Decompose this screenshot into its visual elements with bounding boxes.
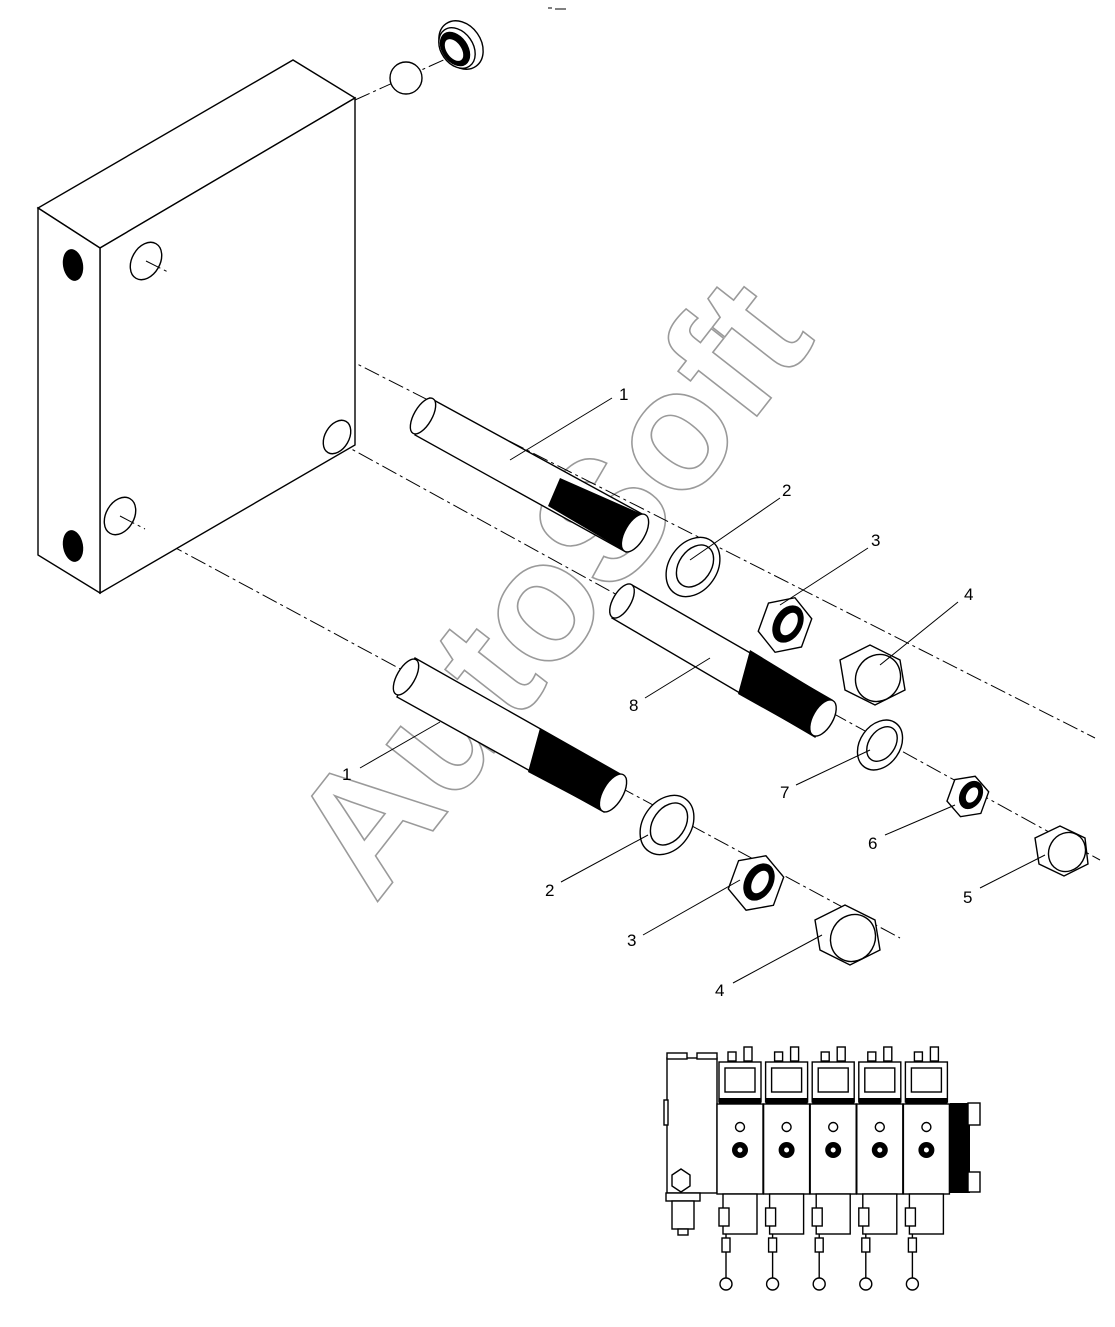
valve-spool-clip [718,1207,730,1227]
valve-spool-housing [815,1193,851,1235]
valve-top-screw [883,1046,893,1062]
callout-3-lower: 3 [627,931,636,950]
valve-band [765,1098,808,1105]
valve-top-screw [913,1051,924,1062]
valve-port-center [784,1147,790,1153]
washer-lower [639,794,695,856]
callout-2-lower: 2 [545,881,554,900]
valve-bank-thumbnail [663,1046,981,1291]
stud-upper [409,397,650,553]
valve-port-center [923,1147,929,1153]
valve-top-screw [836,1046,846,1062]
valve-port-small [828,1121,839,1133]
valve-top-screw [820,1051,830,1062]
washer-upper [665,536,721,598]
valve-spool-clip [858,1207,870,1227]
callout-1-lower: 1 [342,765,351,784]
callout-6: 6 [868,834,877,853]
valve-top-screw [773,1051,784,1062]
valve-lever-knob [905,1277,920,1291]
washer-small [856,719,904,771]
valve-spool-clip [904,1207,917,1227]
valve-top-screw [929,1046,940,1062]
valve-port-center [737,1147,743,1153]
cap-nut-lower [814,904,881,966]
callout-8: 8 [629,696,638,715]
valve-lever-collar [721,1237,731,1253]
nut-lower [727,854,785,912]
valve-solenoid-coil [864,1067,896,1093]
stud-middle [609,583,837,738]
valve-solenoid-coil [910,1067,943,1093]
valve-top-screw [867,1051,877,1062]
nut-small [946,775,990,818]
valve-lever-collar [907,1237,918,1253]
valve-port-small [921,1121,932,1133]
valve-port-small [781,1121,792,1133]
valve-lever-collar [861,1237,871,1253]
callout-2-upper: 2 [782,481,791,500]
callout-labels: 1 2 3 4 8 1 7 6 5 2 3 4 [342,385,973,1000]
valve-spool-housing [862,1193,898,1235]
valve-spool-clip [764,1207,777,1227]
valve-port-small [734,1121,746,1133]
callout-7: 7 [780,783,789,802]
valve-lever-knob [765,1277,780,1291]
cap-nut-upper [839,644,906,706]
valve-lever-knob [859,1277,873,1291]
leader-lines [359,397,1046,984]
valve-band [905,1098,948,1105]
valve-top-screw [743,1046,753,1062]
ball [389,61,423,95]
callout-4-lower: 4 [715,981,724,1000]
valve-solenoid-coil [770,1067,803,1093]
valve-top-screw [789,1046,800,1062]
valve-lever-knob [719,1277,733,1291]
valve-lever-collar [814,1237,824,1253]
valve-solenoid-coil [724,1067,756,1093]
seat-ring [438,20,484,70]
cap-nut-small [1034,825,1089,877]
valve-band [812,1098,855,1105]
callout-4-upper: 4 [964,585,973,604]
valve-port-small [874,1121,885,1133]
callout-5: 5 [963,888,972,907]
manifold-block [36,59,357,595]
valve-top-screw [727,1051,737,1062]
valve-port-center [830,1147,836,1153]
valve-spool-clip [811,1207,823,1227]
nut-upper [757,596,813,654]
valve-band [719,1098,761,1105]
stud-lower [392,657,628,813]
callout-3-upper: 3 [871,531,880,550]
valve-lever-knob [812,1277,826,1291]
valve-solenoid-coil [817,1067,849,1093]
callout-1-upper: 1 [619,385,628,404]
valve-band [858,1098,901,1105]
top-mark [548,7,566,10]
valve-lever-collar [767,1237,778,1253]
valve-port-center [877,1147,883,1153]
